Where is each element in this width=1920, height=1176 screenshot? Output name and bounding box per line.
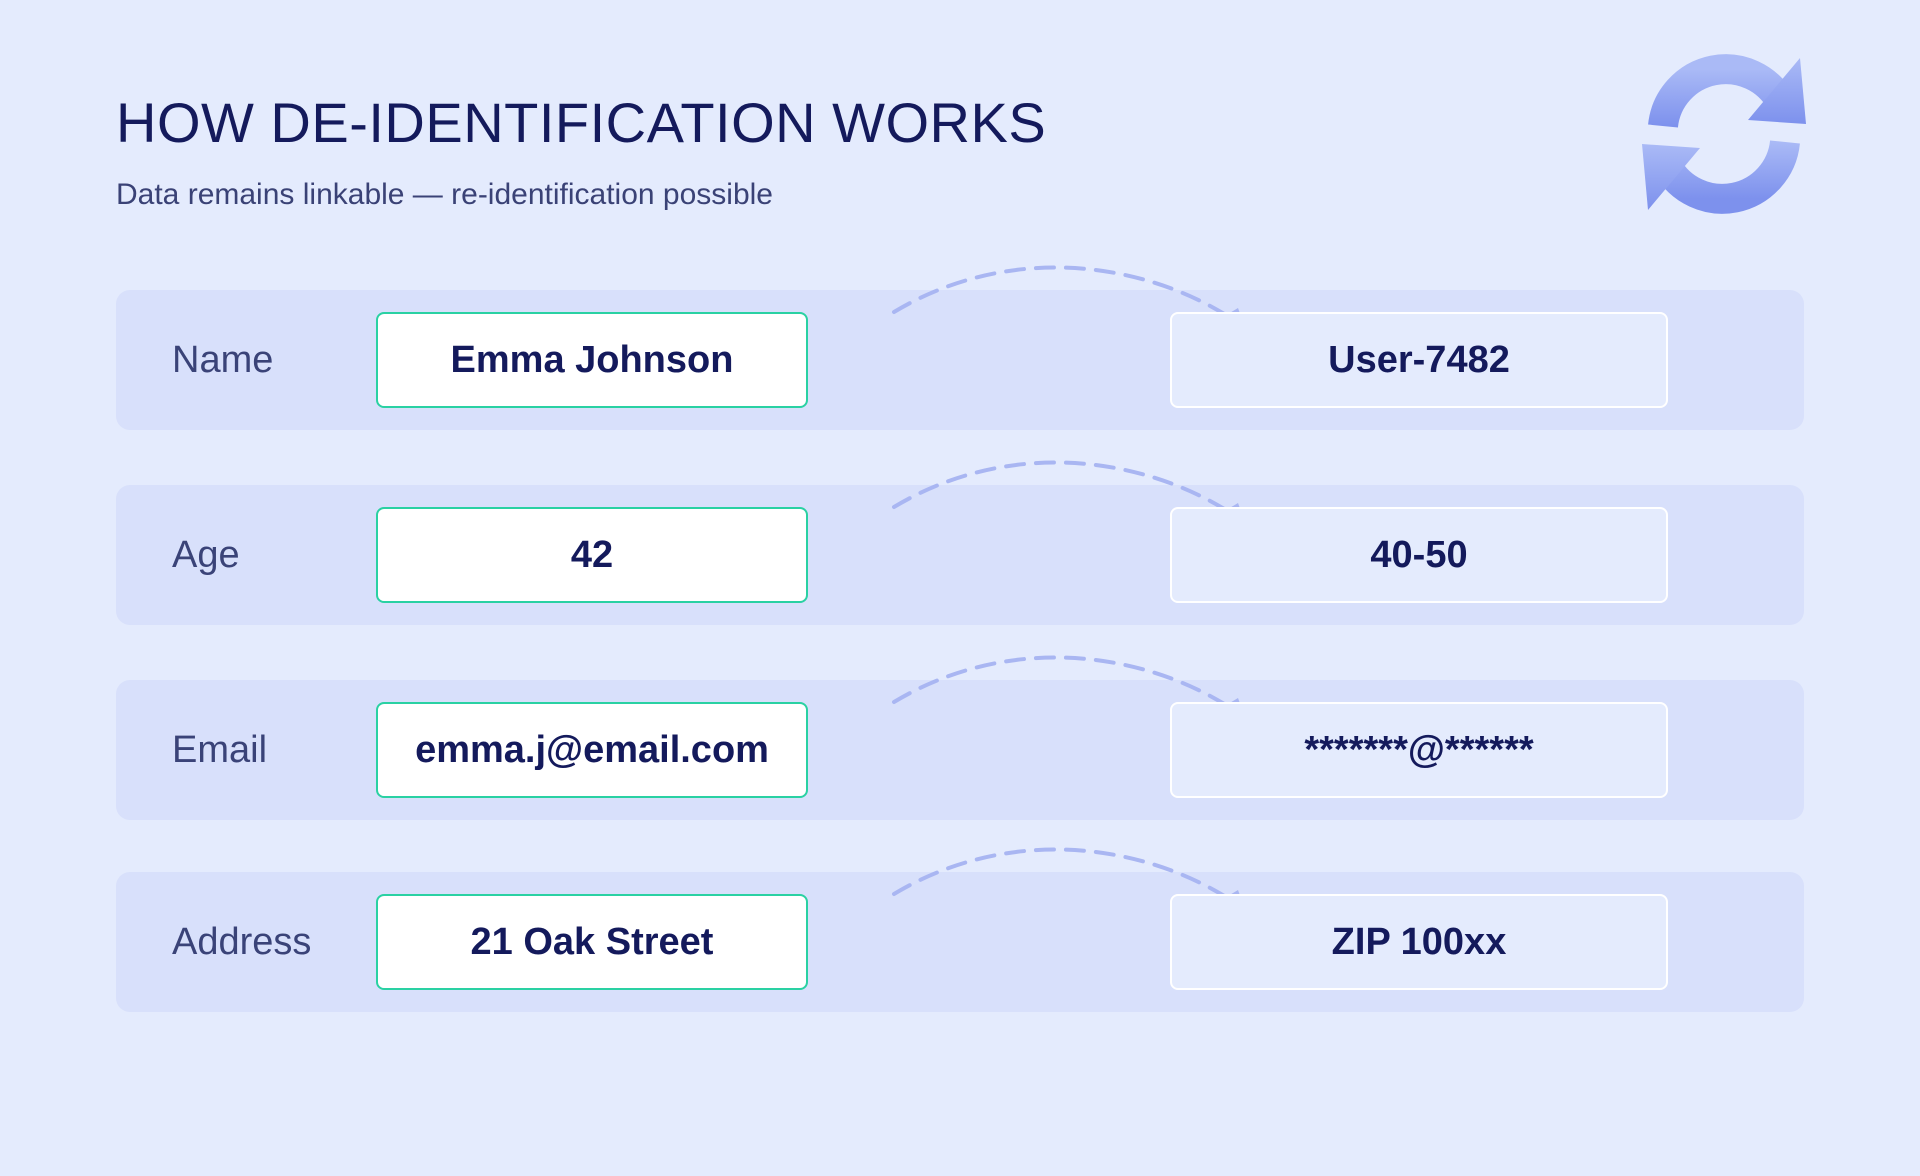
row-label: Name <box>172 339 274 381</box>
row-email: Email emma.j@email.com *******@****** <box>116 655 1804 820</box>
deidentified-value: ZIP 100xx <box>1170 894 1668 990</box>
sync-icon <box>1642 54 1806 214</box>
original-value: 21 Oak Street <box>376 894 808 990</box>
original-value: 42 <box>376 507 808 603</box>
row-address: Address 21 Oak Street ZIP 100xx <box>116 847 1804 1012</box>
deidentified-value: User-7482 <box>1170 312 1668 408</box>
page-title: HOW DE-IDENTIFICATION WORKS <box>116 91 1047 154</box>
row-label: Email <box>172 729 268 771</box>
page-subtitle: Data remains linkable — re-identificatio… <box>116 178 773 211</box>
deidentified-value: *******@****** <box>1170 702 1668 798</box>
deidentified-value: 40-50 <box>1170 507 1668 603</box>
original-value: Emma Johnson <box>376 312 808 408</box>
row-label: Address <box>172 921 312 963</box>
row-name: Name Emma Johnson User-7482 <box>116 265 1804 430</box>
row-age: Age 42 40-50 <box>116 460 1804 625</box>
row-label: Age <box>172 534 240 576</box>
original-value: emma.j@email.com <box>376 702 808 798</box>
